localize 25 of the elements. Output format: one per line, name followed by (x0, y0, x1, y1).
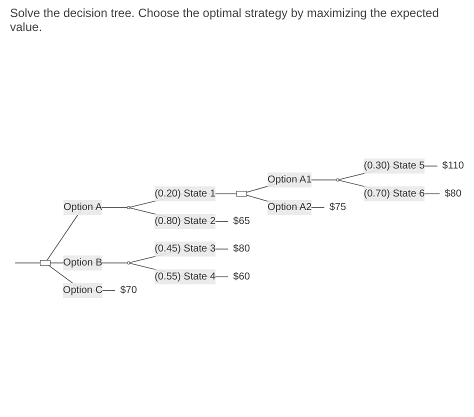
node-box (40, 260, 51, 266)
node-text: $75 (329, 202, 346, 213)
edge-label: Option A1 (268, 174, 312, 186)
connector (14, 262, 41, 264)
edge-label: (0.20) State 1 (154, 188, 216, 199)
edge-label: Option A2 (268, 202, 312, 213)
edge-label: (0.30) State 5 (364, 160, 425, 172)
edge-label: (0.45) State 3 (154, 244, 216, 254)
title: Solve the decision tree. Choose the optimal strategy by maximizing the expected value. (9, 5, 440, 36)
node-box (236, 191, 247, 197)
node-circle (336, 178, 340, 182)
node-text: $80 (233, 244, 250, 254)
node-circle (127, 262, 130, 265)
node-circle (127, 206, 130, 210)
edge-label: Option B (63, 257, 102, 268)
edge-label: Option C (62, 285, 103, 296)
node-text: $80 (444, 188, 462, 199)
node-text: $65 (233, 216, 250, 227)
edge-label: (0.70) State 6 (364, 188, 425, 199)
edge-label: (0.80) State 2 (154, 216, 216, 227)
edge-label: (0.55) State 4 (154, 271, 216, 282)
edge-label: Option A (63, 202, 102, 213)
node-text: $110 (442, 160, 464, 172)
node-text: $60 (233, 271, 250, 282)
node-text: $70 (120, 285, 137, 296)
